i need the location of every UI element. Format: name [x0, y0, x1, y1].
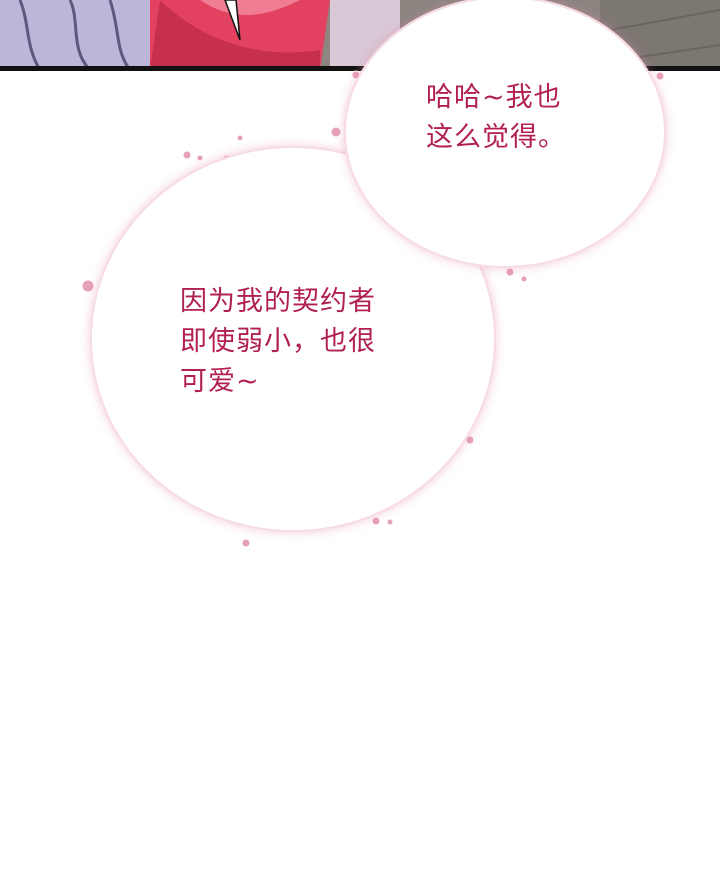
panel-border: [0, 66, 720, 71]
bubble-large-line: 可爱~: [180, 366, 260, 397]
bubble-small-text: 哈哈~我也 这么觉得。: [426, 78, 566, 158]
speech-bubble-small: 哈哈~我也 这么觉得。: [346, 0, 664, 266]
bubble-small-line: 这么觉得。: [426, 122, 566, 153]
bubble-small-line: 哈哈~我也: [426, 82, 562, 113]
bubble-large-line: 即使弱小，也很: [180, 326, 376, 357]
bubble-large-text: 因为我的契约者 即使弱小，也很 可爱~: [180, 282, 376, 402]
bubble-large-line: 因为我的契约者: [180, 286, 376, 317]
